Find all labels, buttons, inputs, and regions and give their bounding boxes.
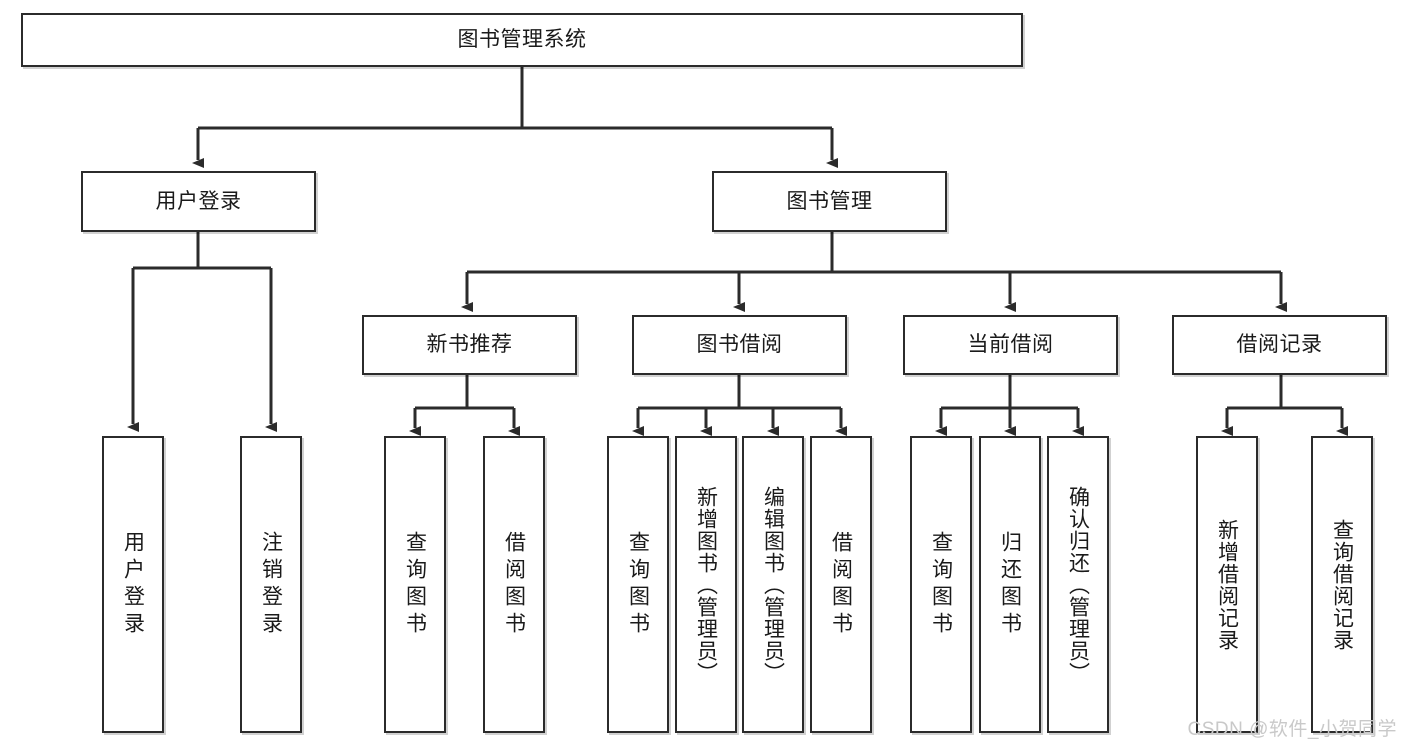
node-leaf-query-book-borrow[interactable]: 查询图书 <box>607 436 669 733</box>
node-leaf-return-book-label: 归还图书 <box>998 530 1022 639</box>
node-leaf-query-borrow-record-label: 查询借阅记录 <box>1330 518 1354 651</box>
node-leaf-logout-login-label: 注销登录 <box>259 530 283 639</box>
node-book-manage[interactable]: 图书管理 <box>712 171 947 232</box>
node-root[interactable]: 图书管理系统 <box>21 13 1023 67</box>
node-user-login[interactable]: 用户登录 <box>81 171 316 232</box>
node-leaf-query-book-rec[interactable]: 查询图书 <box>384 436 446 733</box>
node-leaf-borrow-book-label: 借阅图书 <box>829 530 853 639</box>
watermark: CSDN @软件_小贺同学 <box>1187 719 1397 740</box>
node-book-manage-label: 图书管理 <box>786 189 873 213</box>
node-leaf-add-book-admin-label: 新增图书（管理员） <box>694 485 718 684</box>
node-leaf-query-book-rec-label: 查询图书 <box>403 530 427 639</box>
node-leaf-add-book-admin[interactable]: 新增图书（管理员） <box>675 436 737 733</box>
node-new-book-recommend-label: 新书推荐 <box>426 333 513 357</box>
node-leaf-confirm-return-admin[interactable]: 确认归还（管理员） <box>1047 436 1109 733</box>
node-leaf-edit-book-admin-label: 编辑图书（管理员） <box>761 485 785 684</box>
node-borrow-record[interactable]: 借阅记录 <box>1172 315 1387 375</box>
node-leaf-user-login-label: 用户登录 <box>121 530 145 639</box>
node-leaf-query-book-current-label: 查询图书 <box>929 530 953 639</box>
node-book-borrow-label: 图书借阅 <box>696 333 783 357</box>
node-leaf-query-book-borrow-label: 查询图书 <box>626 530 650 639</box>
node-root-label: 图书管理系统 <box>457 28 587 52</box>
node-book-borrow[interactable]: 图书借阅 <box>632 315 847 375</box>
node-new-book-recommend[interactable]: 新书推荐 <box>362 315 577 375</box>
node-leaf-borrow-book[interactable]: 借阅图书 <box>810 436 872 733</box>
node-borrow-record-label: 借阅记录 <box>1236 333 1323 357</box>
node-leaf-add-borrow-record[interactable]: 新增借阅记录 <box>1196 436 1258 733</box>
node-leaf-user-login[interactable]: 用户登录 <box>102 436 164 733</box>
node-leaf-query-borrow-record[interactable]: 查询借阅记录 <box>1311 436 1373 733</box>
node-leaf-query-book-current[interactable]: 查询图书 <box>910 436 972 733</box>
node-user-login-label: 用户登录 <box>155 189 242 213</box>
node-current-borrow[interactable]: 当前借阅 <box>903 315 1118 375</box>
node-leaf-edit-book-admin[interactable]: 编辑图书（管理员） <box>742 436 804 733</box>
node-current-borrow-label: 当前借阅 <box>967 333 1054 357</box>
node-leaf-return-book[interactable]: 归还图书 <box>979 436 1041 733</box>
node-leaf-borrow-book-rec-label: 借阅图书 <box>502 530 526 639</box>
node-leaf-add-borrow-record-label: 新增借阅记录 <box>1215 518 1239 651</box>
node-leaf-logout-login[interactable]: 注销登录 <box>240 436 302 733</box>
node-leaf-borrow-book-rec[interactable]: 借阅图书 <box>483 436 545 733</box>
node-leaf-confirm-return-admin-label: 确认归还（管理员） <box>1066 485 1090 684</box>
